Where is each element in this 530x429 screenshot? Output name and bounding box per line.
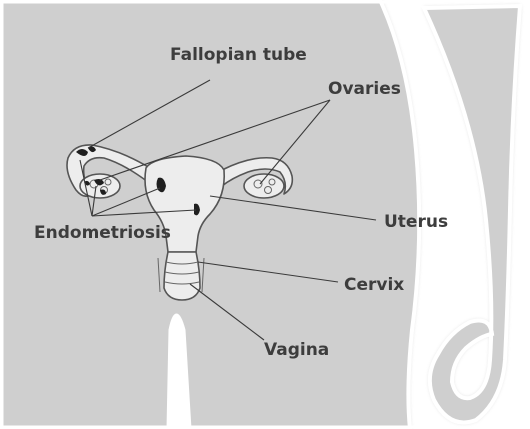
label-endometriosis: Endometriosis [34, 223, 171, 243]
label-vagina: Vagina [264, 340, 329, 360]
label-ovaries: Ovaries [328, 79, 401, 99]
cervix [164, 252, 200, 300]
ovary-right [244, 174, 284, 198]
label-fallopian-tube: Fallopian tube [170, 45, 307, 65]
label-cervix: Cervix [344, 275, 404, 295]
label-uterus: Uterus [384, 212, 448, 232]
